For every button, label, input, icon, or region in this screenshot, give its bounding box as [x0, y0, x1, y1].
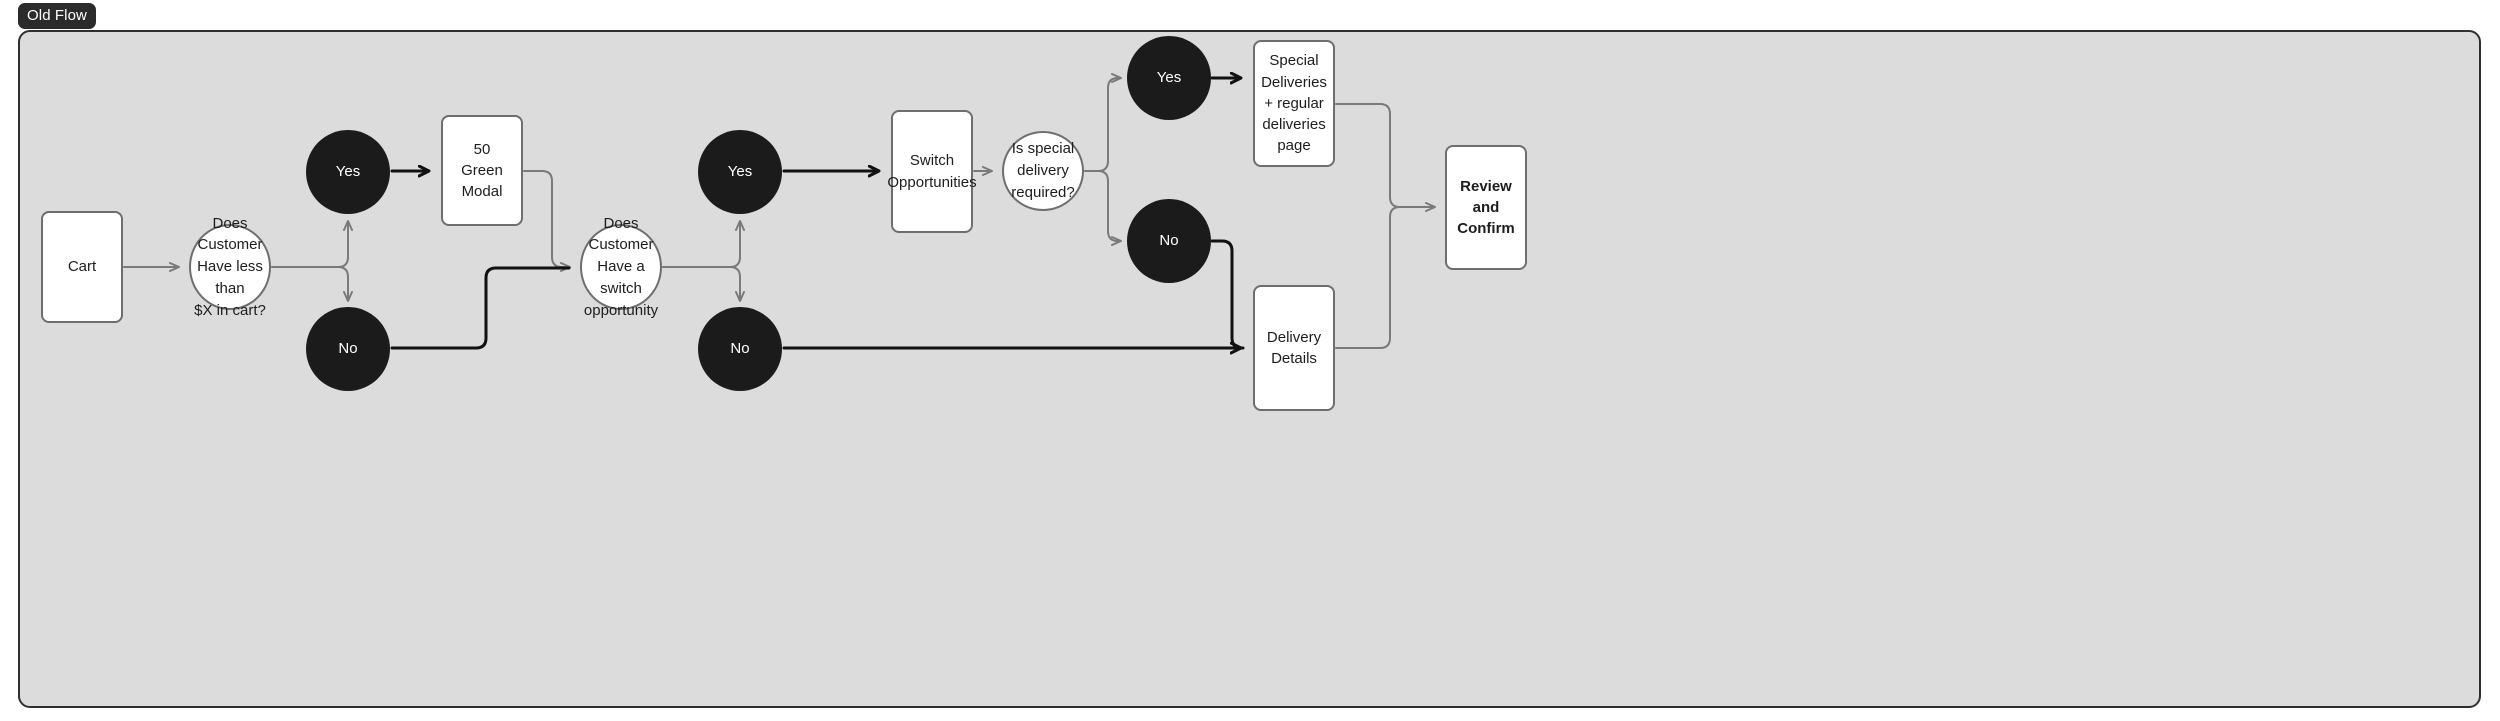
node-no-2-label: No [730, 340, 750, 358]
node-no-2[interactable]: No [698, 307, 782, 391]
node-cart-label: Cart [67, 258, 97, 276]
node-yes-1-label: Yes [335, 163, 361, 181]
node-q-switch-line3: opportunity [583, 301, 659, 319]
node-review-confirm[interactable]: Review and Confirm [1445, 145, 1527, 270]
node-q-special[interactable]: Is special delivery required? [1002, 131, 1084, 211]
node-switch-opps-line1: Switch [909, 152, 955, 170]
node-yes-3[interactable]: Yes [1127, 36, 1211, 120]
node-cart[interactable]: Cart [41, 211, 123, 323]
node-no-3-label: No [1159, 232, 1179, 250]
node-green-modal[interactable]: 50 Green Modal [441, 115, 523, 226]
frame-label-old-flow[interactable]: Old Flow [18, 3, 96, 29]
node-q-cart-value-line1: Does Customer [197, 214, 263, 254]
node-yes-2-label: Yes [727, 163, 753, 181]
node-q-cart-value-line3: $X in cart? [194, 301, 266, 319]
node-q-switch-line2: Have a switch [597, 258, 645, 297]
node-yes-2[interactable]: Yes [698, 130, 782, 214]
node-q-cart-value[interactable]: Does Customer Have less than $X in cart? [189, 215, 271, 319]
node-no-3[interactable]: No [1127, 199, 1211, 283]
node-q-special-line2: delivery [1017, 162, 1069, 180]
node-review-confirm-line2: Confirm [1457, 220, 1515, 238]
node-q-switch[interactable]: Does Customer Have a switch opportunity [580, 215, 662, 319]
node-special-deliveries-line1: Special Deliveries [1261, 52, 1327, 91]
node-special-deliveries[interactable]: Special Deliveries + regular deliveries … [1253, 40, 1335, 167]
node-special-deliveries-line2: + regular deliveries [1262, 94, 1326, 134]
node-green-modal-label: 50 Green Modal [461, 140, 503, 201]
node-delivery-details[interactable]: Delivery Details [1253, 285, 1335, 411]
node-yes-1[interactable]: Yes [306, 130, 390, 214]
node-q-special-line1: Is special [1011, 140, 1075, 158]
node-switch-opps[interactable]: Switch Opportunities [887, 110, 977, 233]
diagram-canvas[interactable] [18, 30, 2481, 708]
node-special-deliveries-line3: page [1277, 137, 1311, 155]
node-yes-3-label: Yes [1156, 69, 1182, 87]
node-delivery-details-label: Delivery Details [1266, 328, 1322, 367]
node-q-cart-value-line2: Have less than [197, 258, 263, 297]
node-no-1-label: No [338, 340, 358, 358]
node-review-confirm-line1: Review and [1460, 177, 1512, 216]
node-switch-opps-line2: Opportunities [887, 173, 977, 191]
node-q-switch-line1: Does Customer [588, 214, 654, 254]
node-no-1[interactable]: No [306, 307, 390, 391]
node-q-special-line3: required? [1011, 183, 1075, 201]
